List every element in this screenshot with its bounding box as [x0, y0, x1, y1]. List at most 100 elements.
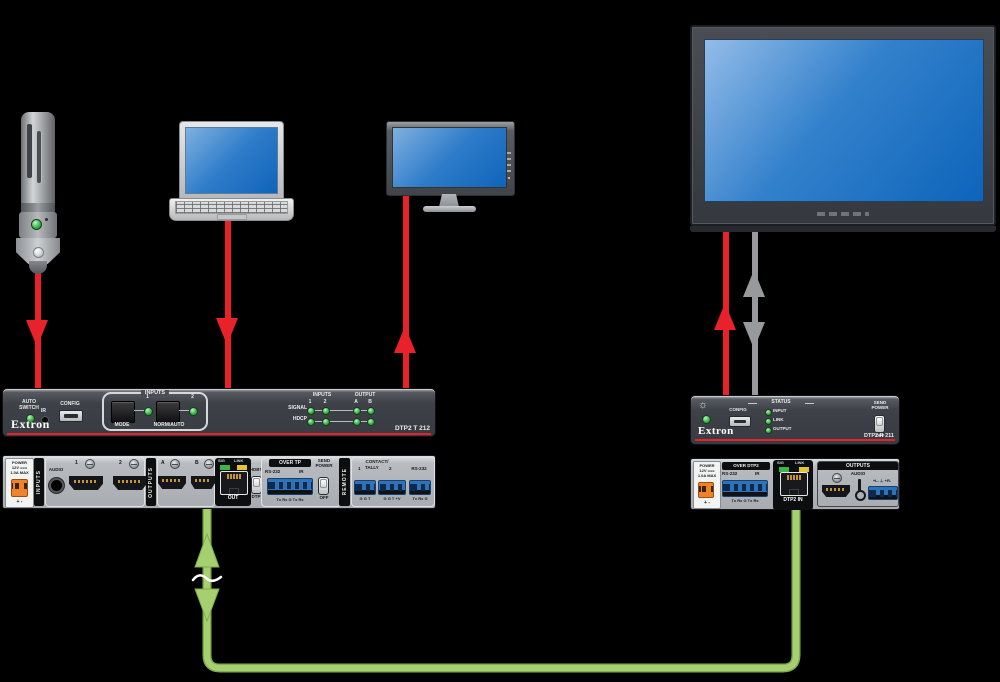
mode-button[interactable] — [111, 401, 135, 423]
hdcp-led-1 — [307, 418, 315, 426]
overtp-connector[interactable] — [267, 478, 313, 495]
signal-row-label: SIGNAL — [288, 405, 307, 411]
status-input-led — [765, 409, 772, 416]
inputs-strip-label: INPUTS — [36, 469, 42, 495]
hdmi-outputA-letter: A — [161, 460, 165, 466]
monitor-button — [507, 170, 511, 172]
input1-number: 1 — [146, 394, 149, 400]
led-col-1: 1 — [308, 399, 312, 405]
green-arrowhead-up — [194, 532, 220, 568]
config-usb-port[interactable] — [59, 410, 83, 422]
overtp-rs232-label: RS-232 — [265, 469, 281, 474]
dtp-out-rj45-port[interactable] — [220, 471, 248, 495]
hdmi-input2-number: 2 — [119, 460, 122, 466]
green-cable-path — [204, 507, 799, 671]
remote-rs232-connector[interactable] — [409, 480, 431, 495]
dtp2-in-rj45-port[interactable] — [780, 472, 808, 496]
monitor-button — [507, 164, 511, 166]
rx-power-label: POWER — [699, 463, 715, 468]
rx-link-led-label: LINK — [795, 460, 805, 465]
arrowhead-monitor-up — [394, 326, 416, 353]
cable-break-squiggle — [191, 574, 223, 582]
power-amps: 1.0A MAX — [10, 470, 29, 475]
arrowhead-control-up — [743, 270, 765, 297]
contact2-connector[interactable] — [378, 480, 406, 495]
contact1-pin-labels: G G T — [359, 496, 371, 501]
tx-power-section: POWER 12V === 1.0A MAX + - — [5, 458, 34, 508]
mode-label: MODE — [114, 422, 130, 428]
dtp2-in-label: DTP2 IN — [783, 497, 803, 503]
rx-sig-led-label: SIG — [777, 460, 784, 465]
red-accent-stripe — [7, 433, 431, 435]
hdmi-input2-port[interactable] — [113, 476, 147, 490]
rx-send-power-label: SEND POWER — [867, 400, 893, 411]
audio-deembed-icon — [854, 479, 866, 501]
send-power-label: SEND POWER — [311, 458, 337, 469]
led-col-B: B — [368, 399, 372, 405]
laptop-keyboard — [175, 201, 288, 214]
rx-outputs-header: OUTPUTS — [818, 462, 898, 470]
camera-lens — [29, 261, 47, 274]
rx-send-power-off-label: OFF — [875, 433, 885, 438]
hdmi-outputB-port[interactable] — [191, 476, 215, 489]
ir-label: IR — [41, 408, 46, 414]
auto-switch-led — [26, 414, 35, 423]
status-input-label: INPUT — [773, 407, 787, 413]
inputs-strip: INPUTS — [34, 458, 44, 506]
send-power-switch[interactable] — [318, 477, 329, 495]
laptop-video-cable — [225, 219, 231, 388]
tx-model-label: DTP2 T 212 — [394, 425, 430, 432]
camera-joint-ring — [21, 203, 55, 212]
rx-red-accent-stripe — [695, 439, 895, 441]
display-screen — [704, 39, 984, 202]
overdtp2-connector[interactable] — [722, 480, 768, 497]
hdcp-led-A — [353, 418, 361, 426]
rx-audio-label: AUDIO — [850, 471, 866, 476]
led-cluster-inputs-header: INPUTS — [312, 392, 332, 398]
signal-row-line — [310, 410, 370, 411]
overtp-ir-label: IR — [299, 469, 304, 474]
rx-config-label: CONFIG — [729, 407, 747, 412]
monitor-video-cable — [403, 190, 409, 388]
contact1-connector[interactable] — [354, 480, 376, 495]
contact-1-label: 1 — [358, 466, 361, 471]
rx-send-power-line1: SEND — [873, 400, 887, 405]
monitor-button — [507, 152, 511, 154]
mode-led-line — [134, 410, 144, 411]
display-bottom-bar — [690, 226, 996, 232]
hdcp-row-label: HDCP — [292, 416, 307, 422]
hdcp-row-line — [310, 421, 370, 422]
camera-vent-slot-left — [27, 124, 32, 178]
inputs-group-title: INPUTS — [140, 390, 170, 396]
camera-sensor-dot — [45, 218, 48, 221]
rx-power-connector[interactable] — [698, 482, 714, 498]
arrowhead-display-up — [714, 303, 736, 330]
auto-switch-line2: SWITCH — [19, 404, 39, 411]
rx-outputs-section: OUTPUTS AUDIO +L- ⊥ +R- — [817, 461, 899, 507]
hdmi-input1-port[interactable] — [69, 476, 103, 490]
led-col-2: 2 — [323, 399, 327, 405]
rx-send-power-switch[interactable] — [874, 415, 885, 433]
audio-input-jack[interactable] — [51, 480, 62, 491]
rx-audio-connector[interactable] — [868, 486, 898, 500]
power-connector[interactable] — [11, 479, 28, 497]
laptop-touchpad — [217, 214, 247, 220]
remote-rs232-label: RS-232 — [411, 466, 427, 471]
norm-auto-button[interactable] — [156, 401, 180, 423]
sig-led-label: SIG — [218, 458, 225, 463]
rx-front-panel: ☼ CONFIG STATUS INPUT LINK OUTPUT SEND P… — [690, 395, 900, 445]
input2-led — [189, 407, 198, 416]
hdmi-outputA-port[interactable] — [158, 476, 186, 489]
monitor-stand-base — [423, 206, 476, 212]
rx-ir-label: IR — [755, 471, 760, 476]
dtp2-in-section: SIG LINK DTP2 IN — [773, 460, 813, 510]
norm-auto-label: NORM/AUTO — [153, 422, 185, 428]
brightness-icon: ☼ — [698, 399, 709, 411]
rx-power-voltage: 12V === — [699, 468, 715, 473]
monitor-power-dot — [508, 177, 510, 179]
link-led-label: LINK — [234, 458, 244, 463]
rx-hdmi-output-port[interactable] — [822, 485, 850, 497]
rx-send-power-line2: POWER — [871, 404, 889, 410]
rx-config-usb-port[interactable] — [729, 416, 751, 427]
monitor-stand-neck — [439, 194, 459, 207]
